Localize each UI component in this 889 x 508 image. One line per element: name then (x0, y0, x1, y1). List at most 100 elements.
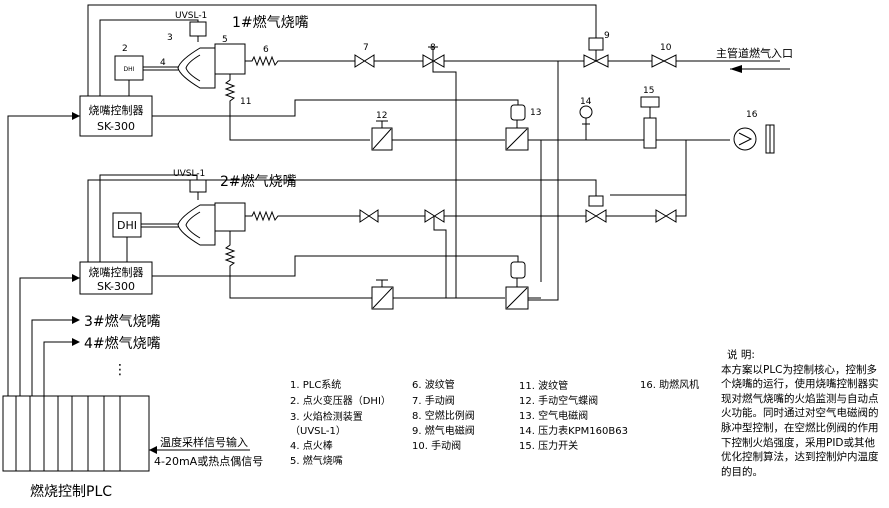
signal-line-controller2-valve9 (87, 179, 597, 262)
signal-line-controller1-valve9 (87, 4, 597, 96)
valve-12-detail (372, 120, 392, 150)
legend-item: （UVSL-1） (290, 425, 346, 437)
legend-item: 16. 助燃风机 (640, 378, 699, 391)
gas-burner-1-nozzle (177, 47, 216, 89)
plc-link-controller1 (7, 115, 80, 396)
plc-link-burner4 (43, 341, 78, 396)
plc-link-burner3 (31, 319, 78, 396)
note-body: 本方案以PLC为控制核心，控制多个烧嘴的运行，使用烧嘴控制器实现对燃气烧嘴的火焰… (721, 363, 879, 478)
inlet-arrow-head (730, 65, 742, 73)
plc-link-4-arrow (72, 338, 80, 346)
component-number: 6 (263, 45, 269, 55)
component-number: 3 (167, 33, 173, 43)
gas-solenoid-valve-2 (585, 209, 607, 223)
plc-modules (15, 396, 121, 471)
controller-2-label-line2: SK-300 (97, 280, 135, 293)
plc-rack (2, 395, 150, 472)
legend-item: 15. 压力开关 (519, 439, 578, 452)
gas-burner-2-nozzle (177, 204, 216, 246)
controller-2-label-line1: 烧嘴控制器 (89, 265, 144, 279)
dhi-1-label: DHI (124, 66, 135, 73)
ratio-valve-8-impulse (428, 46, 457, 100)
component-number: 12 (376, 111, 387, 121)
legend-item: 14. 压力表KPM160B63 (519, 424, 628, 437)
legend-item: 4. 点火棒 (290, 439, 333, 452)
manual-valve-2a (359, 209, 379, 223)
plc-link-3-arrow (72, 316, 80, 324)
temp-input-arrow (149, 446, 157, 454)
burner-2-inner (185, 211, 201, 239)
solenoid-9-coil (588, 37, 604, 51)
component-number: 8 (430, 43, 436, 53)
uvsl-1-label: UVSL-1 (175, 11, 207, 21)
component-number: 5 (222, 35, 228, 45)
dhi-2-label: DHI (117, 219, 137, 232)
gas-main-line-2 (378, 195, 687, 217)
air-solenoid-2-detail (506, 278, 528, 309)
legend-item: 3. 火焰检测装置 (290, 410, 363, 423)
air-butterfly-2-detail (372, 279, 393, 309)
air-solenoid-2-coil (510, 261, 526, 279)
burner-1-inner (185, 54, 201, 82)
component-number: 10 (660, 43, 672, 53)
legend-item: 7. 手动阀 (412, 394, 455, 407)
burner-3-label: 3#燃气烧嘴 (84, 313, 161, 330)
flame-detector-2 (189, 179, 207, 193)
legend-item: 5. 燃气烧嘴 (290, 454, 343, 467)
valve-13-detail (506, 120, 528, 150)
gas-burner-1-body (214, 43, 246, 75)
plc-link-2-arrow (72, 274, 80, 282)
note-title: 说 明: (727, 349, 755, 361)
controller-1-label-line1: 烧嘴控制器 (89, 103, 144, 117)
legend: 1. PLC系统 2. 点火变压器（DHI） 3. 火焰检测装置 （UVSL-1… (290, 378, 699, 467)
signal-line-controller2-uvsl (99, 174, 198, 262)
component-number: 9 (604, 31, 610, 41)
legend-item: 10. 手动阀 (412, 439, 461, 452)
legend-item: 12. 手动空气蝶阀 (519, 394, 598, 407)
legend-item: 9. 燃气电磁阀 (412, 424, 475, 437)
bellows-6 (245, 55, 355, 67)
legend-item: 13. 空气电磁阀 (519, 409, 588, 422)
flame-detector-1 (189, 21, 207, 37)
legend-item: 1. PLC系统 (290, 378, 341, 391)
controller-1-label-line2: SK-300 (97, 120, 135, 133)
manual-valve-10 (651, 54, 677, 68)
solenoid-2-coil (588, 195, 604, 207)
valve-13-coil (510, 104, 526, 121)
legend-item: 2. 点火变压器（DHI） (290, 394, 391, 407)
explanation-note: 说 明: 本方案以PLC为控制核心，控制多个烧嘴的运行，使用烧嘴控制器实现对燃气… (721, 348, 881, 479)
component-number: 2 (122, 44, 128, 54)
bellows-2-air (224, 231, 372, 299)
legend-item: 11. 波纹管 (519, 379, 568, 392)
plc-label: 燃烧控制PLC (30, 483, 112, 500)
signal-line-controller1-valve13 (152, 99, 519, 117)
pressure-switch-15 (643, 117, 657, 149)
impulse-trunk-to-burner2 (446, 100, 457, 299)
gas-burner-2-body (214, 202, 246, 232)
component-number: 15 (643, 86, 654, 96)
main-inlet-label: 主管道燃气入口 (716, 46, 793, 60)
component-number: 4 (160, 58, 166, 68)
signal-line-controller2-valve13 (152, 255, 519, 277)
legend-item: 6. 波纹管 (412, 378, 455, 391)
component-number: 7 (363, 43, 369, 53)
burner-2-title: 2#燃气烧嘴 (220, 173, 297, 190)
temp-input-line2: 4-20mA或热点偶信号 (154, 455, 263, 468)
ratio-valve-2-impulse (433, 216, 447, 298)
plc-link-1-arrow (72, 112, 80, 120)
fan-16-blades (738, 132, 753, 146)
burner-1-title: 1#燃气烧嘴 (232, 14, 309, 31)
bellows-2 (245, 210, 360, 222)
manual-valve-2b (655, 209, 677, 223)
uvsl-2-label: UVSL-1 (173, 169, 205, 179)
combustion-fan-16 (733, 127, 757, 151)
pressure-switch-15-head (640, 96, 660, 108)
component-number: 13 (530, 108, 541, 118)
manual-valve-7 (354, 54, 375, 68)
more-burners-ellipsis: ⋮ (113, 362, 127, 378)
burner-4-label: 4#燃气烧嘴 (84, 335, 161, 352)
gas-trunk-to-burner2 (528, 61, 559, 301)
bellows-11 (224, 74, 370, 141)
component-number: 14 (580, 97, 592, 107)
